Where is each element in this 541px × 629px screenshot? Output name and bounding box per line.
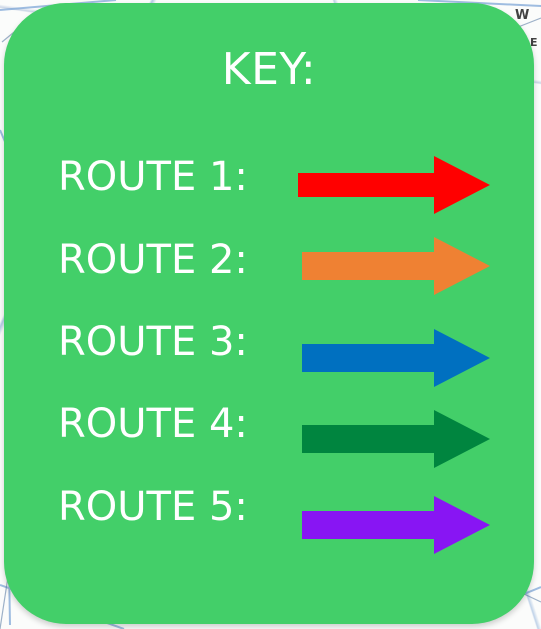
map-key-panel: KEY: ROUTE 1: ROUTE 2: ROUTE 3: ROUTE 4:… xyxy=(4,3,534,624)
route-1-label: ROUTE 1: xyxy=(58,154,248,200)
map-label-side-right: E xyxy=(530,36,539,49)
route-4-label: ROUTE 4: xyxy=(58,401,248,447)
route-2-arrow-icon xyxy=(302,237,490,295)
route-1-arrow-icon xyxy=(298,156,490,214)
map-label-top-right: W xyxy=(515,8,530,23)
key-title: KEY: xyxy=(221,44,317,95)
route-5-label: ROUTE 5: xyxy=(58,484,248,530)
route-4-arrow-icon xyxy=(302,410,490,468)
route-2-arrow-shape xyxy=(302,237,490,295)
route-2-label: ROUTE 2: xyxy=(58,237,248,283)
route-3-arrow-icon xyxy=(302,329,490,387)
route-1-arrow-shape xyxy=(298,156,490,214)
route-5-arrow-shape xyxy=(302,496,490,554)
route-5-arrow-icon xyxy=(302,496,490,554)
route-3-arrow-shape xyxy=(302,329,490,387)
route-4-arrow-shape xyxy=(302,410,490,468)
route-3-label: ROUTE 3: xyxy=(58,319,248,365)
